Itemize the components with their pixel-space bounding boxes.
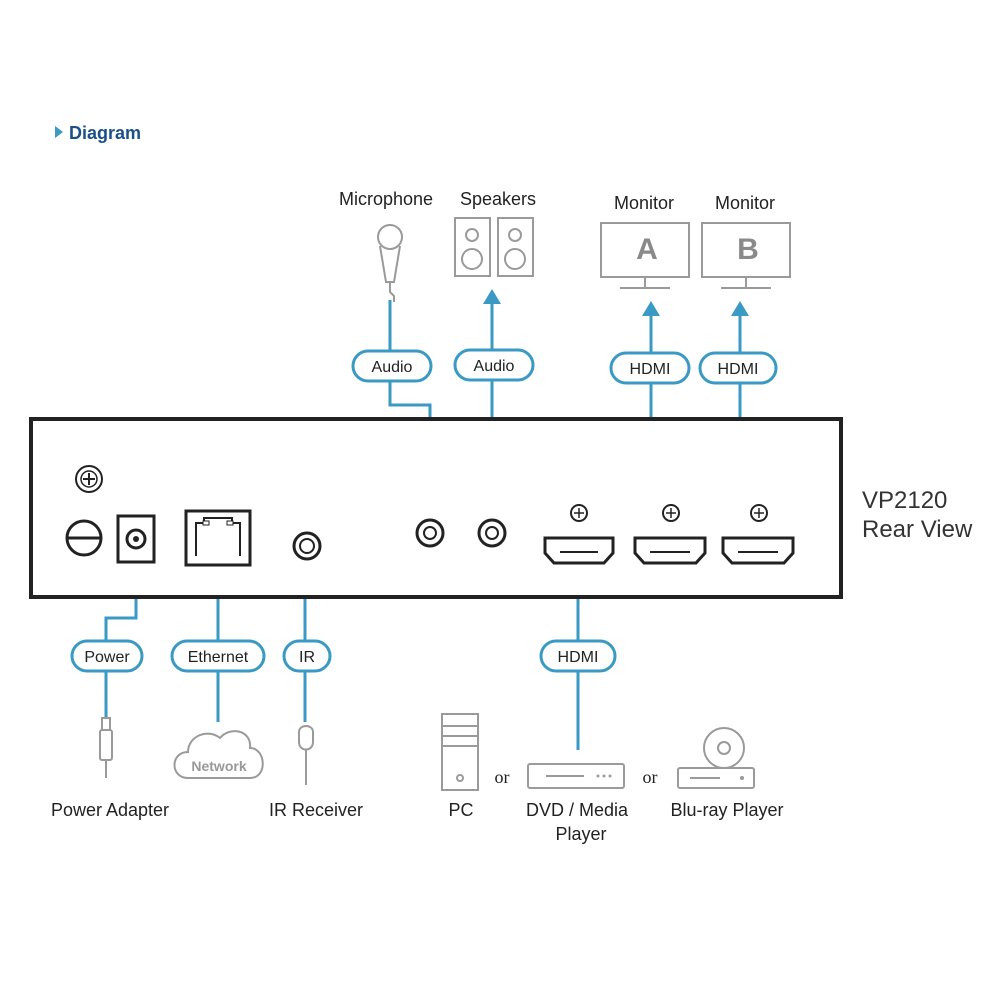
ir-receiver-icon [298, 725, 314, 785]
bluray-label: Blu-ray Player [670, 800, 783, 820]
dvd-player-icon [527, 763, 625, 789]
ir-port [292, 531, 322, 561]
power-adapter-label: Power Adapter [51, 800, 169, 820]
device-name: VP2120 [862, 487, 947, 514]
hdmi-out-a-pill [609, 351, 691, 385]
network-cloud-icon [173, 730, 264, 779]
power-pill [70, 639, 144, 673]
dvd-label-line1: DVD / Media [526, 800, 629, 820]
hdmi-out-b-pill-label: HDMI [718, 361, 759, 378]
hdmi-out-b-port [721, 504, 795, 565]
microphone-label: Microphone [339, 189, 433, 209]
ir-receiver-label: IR Receiver [269, 800, 363, 820]
network-label: Network [191, 758, 246, 774]
monitor-b-icon [701, 222, 791, 289]
pc-label: PC [448, 800, 473, 820]
speakers-label: Speakers [460, 189, 536, 209]
device-rear-panel [29, 417, 843, 599]
speakers-icon [454, 217, 534, 277]
audio-out-port [477, 518, 507, 548]
monitor-a-letter: A [636, 233, 658, 266]
device-view-label: Rear View [862, 516, 973, 543]
dvd-label-line2: Player [555, 824, 606, 844]
hdmi-in-port [543, 504, 615, 565]
monitor-a-label: Monitor [614, 193, 674, 213]
microphone-icon [377, 224, 403, 302]
audio-in-pill [351, 349, 433, 383]
diagram-title: Diagram [69, 123, 141, 143]
ethernet-pill [170, 639, 266, 673]
monitor-b-letter: B [737, 233, 759, 266]
hdmi-in-pill [539, 639, 617, 673]
or-label-1: or [495, 767, 510, 787]
hdmi-out-a-port [633, 504, 707, 565]
ethernet-pill-label: Ethernet [188, 649, 249, 666]
power-pill-label: Power [84, 649, 130, 666]
power-plug-icon [99, 717, 113, 778]
audio-in-port [415, 518, 445, 548]
ethernet-port [184, 509, 252, 567]
bluray-player-icon [677, 727, 755, 789]
hdmi-out-b-pill [698, 351, 778, 385]
dc-power-port [116, 514, 156, 564]
power-switch-icon [65, 519, 103, 557]
ir-pill [282, 639, 332, 673]
pc-tower-icon [441, 713, 479, 791]
monitor-b-label: Monitor [715, 193, 775, 213]
monitor-a-icon [600, 222, 690, 289]
hdmi-out-a-pill-label: HDMI [630, 361, 671, 378]
audio-out-pill-label: Audio [474, 358, 515, 375]
audio-out-pill [453, 348, 535, 382]
audio-in-pill-label: Audio [372, 359, 413, 376]
hdmi-in-pill-label: HDMI [558, 649, 599, 666]
or-label-2: or [643, 767, 658, 787]
ground-screw-icon [75, 465, 103, 493]
ir-pill-label: IR [299, 649, 315, 666]
header-arrow-icon [55, 126, 63, 138]
